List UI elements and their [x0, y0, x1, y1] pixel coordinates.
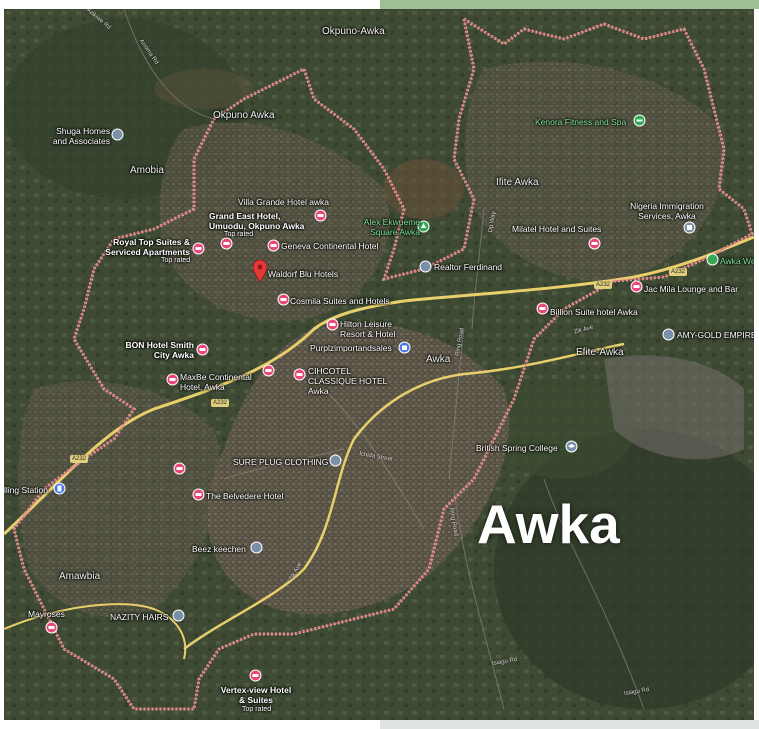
poi-label[interactable]: Royal Top Suites & Serviced Apartments — [105, 237, 190, 257]
hotel-icon[interactable] — [267, 239, 280, 252]
urban-area — [207, 322, 510, 615]
gas-station-icon[interactable] — [53, 482, 66, 495]
place-label: Okpuno-Awka — [322, 26, 385, 37]
vegetation-patch — [494, 429, 754, 709]
poi-label[interactable]: Grand East Hotel, Umuodu, Okpuno Awka — [209, 211, 305, 231]
poi-label[interactable]: Milatel Hotel and Suites — [512, 224, 602, 234]
hotel-icon[interactable] — [220, 237, 233, 250]
urban-area — [160, 122, 390, 321]
vegetation-patch — [154, 69, 254, 109]
hotel-icon[interactable] — [536, 302, 549, 315]
road-label-a232: A232 — [211, 399, 230, 407]
poi-label[interactable]: Jac Mila Lounge and Bar — [644, 284, 739, 294]
poi-label[interactable]: Villa Grande Hotel awka — [238, 197, 330, 207]
poi-sublabel: Top rated — [224, 231, 254, 238]
poi-label[interactable]: SURE PLUG CLOTHING — [233, 457, 329, 467]
poi-label[interactable]: British Spring College — [476, 443, 558, 453]
poi-label[interactable]: Shuga Homes and Associates — [52, 126, 110, 146]
hotel-icon[interactable] — [314, 209, 327, 222]
map-canvas — [4, 9, 754, 720]
map-pin-icon[interactable] — [253, 260, 267, 282]
poi-icon[interactable] — [662, 328, 675, 341]
poi-icon[interactable] — [172, 609, 185, 622]
poi-label[interactable]: CIHCOTEL CLASSIQUE HOTEL Awka — [308, 366, 388, 396]
poi-label[interactable]: Geneva Continental Hotel — [281, 241, 379, 251]
poi-label[interactable]: Cosmila Suites and Hotels — [290, 296, 390, 306]
hotel-icon[interactable] — [166, 373, 179, 386]
hotel-icon[interactable] — [277, 293, 290, 306]
place-label: Efite-Awka — [576, 347, 624, 358]
zik-avenue — [183, 342, 625, 651]
poi-label[interactable]: Purplzimportandsales — [310, 343, 392, 353]
poi-label[interactable]: Billion Suite hotel Awka — [550, 307, 638, 317]
place-label: Ifite Awka — [496, 177, 539, 188]
fitness-icon[interactable] — [633, 114, 646, 127]
urban-area — [18, 381, 221, 617]
poi-label[interactable]: Alex Ekwueme Square Awka — [363, 217, 420, 237]
poi-label[interactable]: AMY-GOLD EMPIRE — [677, 330, 754, 340]
map-edge-strip-bottom — [380, 720, 759, 729]
poi-icon[interactable] — [329, 454, 342, 467]
school-icon[interactable] — [565, 440, 578, 453]
poi-label[interactable]: Vertex-view Hotel & Suites — [220, 685, 292, 705]
vegetation-patch — [384, 159, 464, 219]
hotel-icon[interactable] — [249, 669, 262, 682]
government-icon[interactable] — [683, 221, 696, 234]
minor-roads — [123, 9, 645, 710]
place-label: Awka — [426, 354, 451, 365]
zik-avenue-south — [4, 603, 187, 660]
poi-label[interactable]: lling Station — [4, 485, 48, 495]
place-label: Amawbia — [59, 571, 101, 582]
poi-label[interactable]: Beez keechen — [192, 544, 246, 554]
poi-label[interactable]: Kenora Fitness and Spa — [535, 117, 627, 127]
hotel-icon[interactable] — [262, 364, 275, 377]
hotel-icon[interactable] — [196, 343, 209, 356]
poi-label[interactable]: Mayroses — [28, 609, 65, 619]
urban-area — [604, 355, 744, 460]
poi-label[interactable]: Waldorf Blu Hotels — [268, 269, 339, 279]
hotel-icon[interactable] — [45, 621, 58, 634]
vegetation-patch — [494, 379, 634, 479]
urban-area — [465, 61, 726, 281]
hotel-icon[interactable] — [630, 280, 643, 293]
poi-label[interactable]: Nigeria Immigration Services, Awka — [630, 201, 704, 221]
poi-icon[interactable] — [250, 541, 263, 554]
poi-label[interactable]: Realtor Ferdinand — [434, 262, 503, 272]
map-title: Awka — [477, 493, 620, 555]
hotel-icon[interactable] — [326, 318, 339, 331]
poi-icon[interactable] — [111, 128, 124, 141]
hotel-icon[interactable] — [588, 237, 601, 250]
hotel-icon[interactable] — [173, 462, 186, 475]
poi-label[interactable]: NAZITY HAIRS — [110, 612, 169, 622]
green-pin-icon[interactable] — [706, 253, 719, 266]
hotel-icon[interactable] — [293, 368, 306, 381]
road-label-a232: A232 — [669, 268, 688, 276]
poi-label[interactable]: The Belvedere Hotel — [206, 491, 284, 501]
road-label-a232: A232 — [70, 455, 89, 463]
satellite-map[interactable]: A232 A232 A232 A232 Zik Ave Zik Ave Ichi… — [4, 9, 754, 720]
map-edge-strip-top — [380, 0, 759, 9]
poi-label[interactable]: MaxBe Continental Hotel, Awka — [180, 372, 252, 392]
road-label-a232: A232 — [594, 281, 613, 289]
poi-label[interactable]: Awka We — [720, 256, 754, 266]
hotel-icon[interactable] — [192, 488, 205, 501]
place-label: Okpuno Awka — [213, 110, 275, 121]
poi-label[interactable]: Hilton Leisure Resort & Hotel — [340, 319, 396, 339]
park-icon[interactable] — [417, 220, 430, 233]
hotel-icon[interactable] — [192, 242, 205, 255]
poi-sublabel: Top rated — [242, 706, 272, 713]
shopping-icon[interactable] — [398, 341, 411, 354]
poi-label[interactable]: BON Hotel Smith City Awka — [125, 340, 194, 360]
poi-icon[interactable] — [419, 260, 432, 273]
poi-sublabel: Top rated — [161, 257, 191, 264]
place-label: Amobia — [130, 165, 164, 176]
